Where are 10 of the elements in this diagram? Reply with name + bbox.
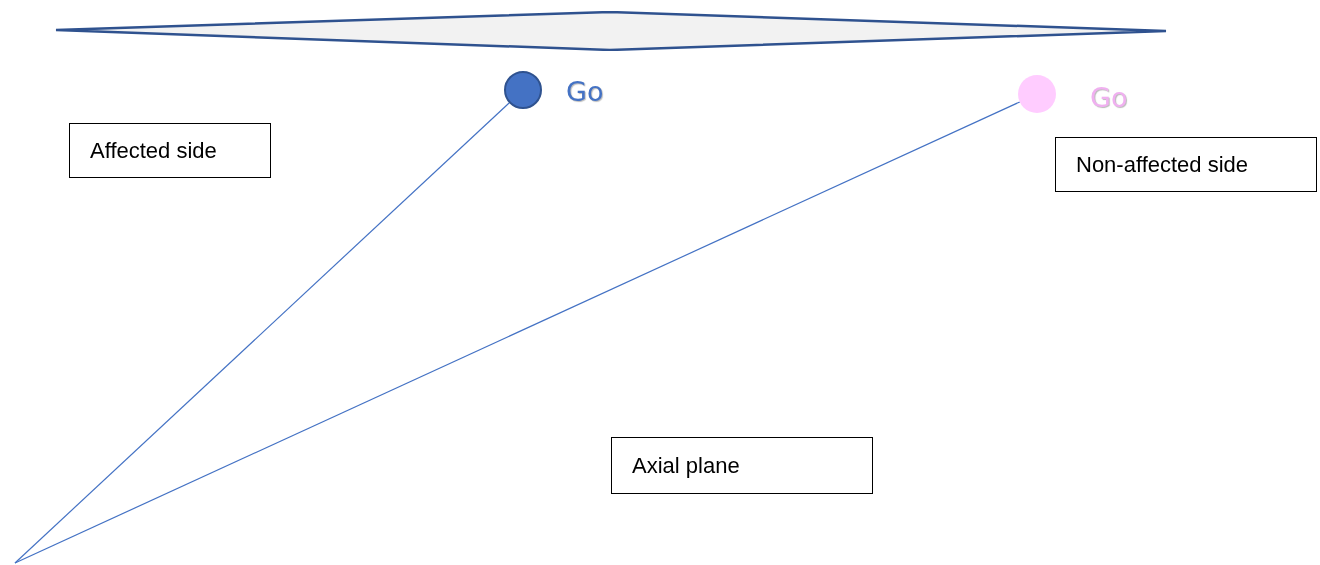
text-box: Non-affected side [1055,137,1317,192]
point-label: Go [566,76,604,107]
text-box: Affected side [69,123,271,178]
text-box: Axial plane [611,437,873,494]
line [14,102,510,564]
point-circle [504,71,542,109]
line [14,101,1021,564]
plane-diamond [55,11,1167,51]
point-circle [1018,75,1056,113]
point-label: Go [1090,82,1128,113]
